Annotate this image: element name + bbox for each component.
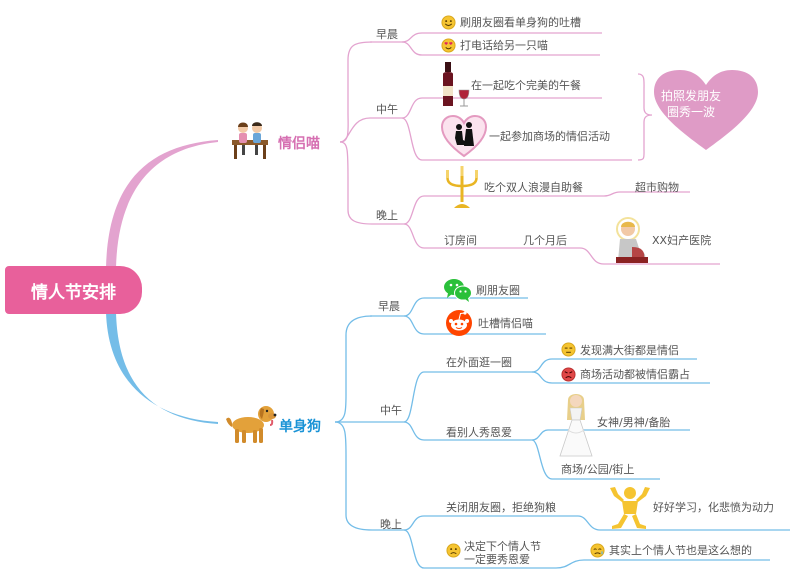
single-evening-study[interactable]: 好好学习，化悲愤为动力 — [653, 501, 774, 514]
candelabra-icon — [446, 166, 478, 208]
couple-morning-item-1[interactable]: 刷朋友圈看单身狗的吐槽 — [460, 16, 581, 29]
bride-icon — [559, 394, 593, 457]
relieved-emoji-icon — [590, 543, 605, 558]
link-walk-1 — [531, 358, 697, 373]
wechat-icon — [444, 279, 472, 302]
link-couple-noon — [339, 117, 402, 143]
link-dinner-shopping — [603, 191, 690, 197]
single-noon-walk-item-1[interactable]: 发现满大街都是情侣 — [580, 344, 679, 357]
link-smorning-2 — [403, 315, 546, 335]
reddit-alien-icon — [446, 310, 472, 336]
link-couple-trunk — [339, 41, 373, 143]
single-noon-watch[interactable]: 看别人秀恩爱 — [446, 426, 512, 439]
couple-morning-label[interactable]: 早晨 — [376, 28, 398, 41]
link-walk-2 — [531, 371, 710, 384]
single-noon-label[interactable]: 中午 — [380, 404, 402, 417]
couple-branch-label[interactable]: 情侣喵 — [278, 136, 320, 152]
link-months-hospital — [579, 247, 720, 265]
single-noon-walk[interactable]: 在外面逛一圈 — [446, 356, 512, 369]
link-noon-2 — [401, 117, 632, 161]
link-couple-evening — [339, 141, 404, 225]
link-close-study — [577, 515, 790, 531]
link-root-couple — [106, 140, 218, 268]
single-branch-label[interactable]: 单身狗 — [279, 419, 321, 435]
link-single-evening — [334, 421, 404, 531]
link-noon-1 — [401, 97, 602, 119]
heart-shape-icon — [654, 70, 758, 150]
link-morning-1 — [401, 32, 602, 43]
couple-noon-summary[interactable]: 拍照发朋友圈秀一波 — [660, 89, 721, 119]
single-evening-label[interactable]: 晚上 — [380, 518, 402, 531]
single-evening-decide-line-1: 决定下个情人节 — [464, 540, 541, 553]
couple-evening-label[interactable]: 晚上 — [376, 209, 398, 222]
link-root-single — [106, 312, 218, 424]
annoyed-emoji-icon — [561, 342, 576, 357]
couple-noon-item-1[interactable]: 在一起吃个完美的午餐 — [471, 79, 581, 92]
couple-evening-shopping[interactable]: 超市购物 — [635, 181, 679, 194]
link-sevening-close — [403, 515, 578, 531]
link-morning-2 — [401, 41, 600, 56]
couple-evening-months[interactable]: 几个月后 — [523, 234, 567, 247]
single-evening-close[interactable]: 关闭朋友圈，拒绝狗粮 — [446, 501, 556, 514]
link-smorning-1 — [403, 297, 528, 317]
love-eyes-emoji-icon — [441, 38, 456, 53]
single-morning-item-2[interactable]: 吐槽情侣喵 — [478, 317, 533, 330]
pregnant-woman-icon — [616, 217, 648, 263]
link-snoon-walk — [403, 371, 532, 423]
couple-morning-item-2[interactable]: 打电话给另一只喵 — [460, 39, 548, 52]
link-decide-lastyear — [555, 559, 770, 569]
link-snoon-watch — [403, 421, 532, 441]
single-evening-decide[interactable]: 决定下个情人节 一定要秀恩爱 — [464, 540, 541, 566]
couple-noon-label[interactable]: 中午 — [376, 103, 398, 116]
sad-emoji-icon — [446, 543, 461, 558]
angry-emoji-icon — [561, 367, 576, 382]
kneeling-heart-icon — [440, 114, 488, 158]
dog-icon — [226, 406, 277, 443]
single-noon-walk-item-2[interactable]: 商场活动都被情侣霸占 — [580, 368, 690, 381]
link-watch-2 — [531, 439, 660, 480]
couple-evening-dinner[interactable]: 吃个双人浪漫自助餐 — [484, 181, 583, 194]
link-evening-dinner — [403, 195, 604, 225]
link-watch-1 — [531, 429, 690, 441]
link-noon-bracket — [637, 73, 653, 161]
couple-noon-item-2[interactable]: 一起参加商场的情侣活动 — [489, 130, 610, 143]
single-evening-decide-line-2: 一定要秀恩爱 — [464, 553, 530, 566]
single-morning-label[interactable]: 早晨 — [378, 300, 400, 313]
single-noon-watch-item-2[interactable]: 商场/公园/街上 — [561, 463, 635, 476]
couple-bench-icon — [232, 122, 268, 159]
root-label: 情人节安排 — [31, 282, 116, 303]
couple-evening-hotel[interactable]: 订房间 — [444, 234, 477, 247]
link-single-trunk — [334, 315, 373, 423]
link-evening-hotel — [403, 223, 505, 249]
root-node[interactable]: 情人节安排 — [5, 266, 142, 314]
smile-emoji-icon — [441, 15, 456, 30]
muscle-man-icon — [610, 487, 650, 529]
link-sevening-decide — [403, 529, 556, 569]
single-morning-item-1[interactable]: 刷朋友圈 — [476, 284, 520, 297]
single-noon-watch-item-1[interactable]: 女神/男神/备胎 — [597, 416, 671, 429]
single-evening-last-year[interactable]: 其实上个情人节也是这么想的 — [609, 544, 752, 557]
couple-evening-hospital[interactable]: XX妇产医院 — [652, 234, 712, 247]
wine-bottle-icon — [443, 62, 470, 107]
